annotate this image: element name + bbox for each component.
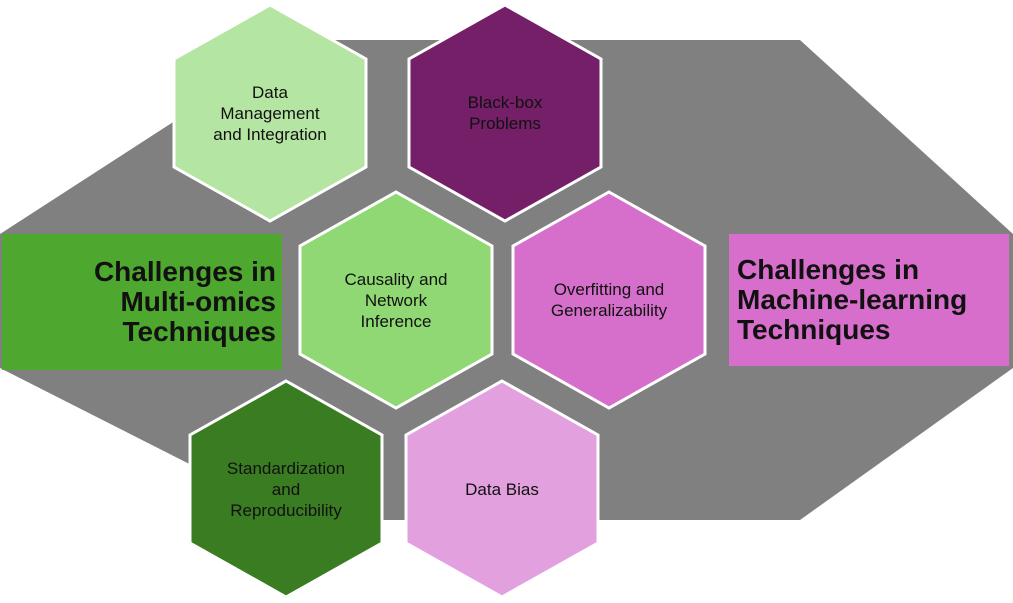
hexagon-label-causality: Causality and Network Inference (344, 269, 448, 331)
hexagon-data-management (172, 3, 368, 223)
hexagon-label-overfitting: Overfitting and Generalizability (550, 280, 668, 320)
hexagon-label-standardization: Standardization and Reproducibility (226, 458, 346, 520)
hexagon-causality (298, 190, 494, 410)
hexagon-label-black-box: Black-box Problems (467, 93, 543, 133)
hexagon-overfitting (511, 190, 707, 410)
hexagon-black-box (407, 3, 603, 223)
machine-learning-challenges-box: Challenges in Machine-learning Technique… (729, 234, 1009, 366)
machine-learning-box-shape (729, 234, 1009, 366)
multi-omics-challenges-label: Challenges in Multi-omics Techniques (93, 256, 276, 347)
hexagon-label-data-management: Data Management and Integration (213, 82, 327, 144)
multi-omics-challenges-box: Challenges in Multi-omics Techniques (2, 234, 282, 370)
multi-omics-box-shape (2, 234, 282, 370)
machine-learning-challenges-label: Challenges in Machine-learning Technique… (737, 254, 968, 345)
hexagon-layer (172, 3, 707, 599)
hexagon-standardization (188, 379, 384, 599)
hexagon-label-data-bias: Data Bias (465, 479, 539, 499)
hexagon-data-bias (404, 379, 600, 599)
